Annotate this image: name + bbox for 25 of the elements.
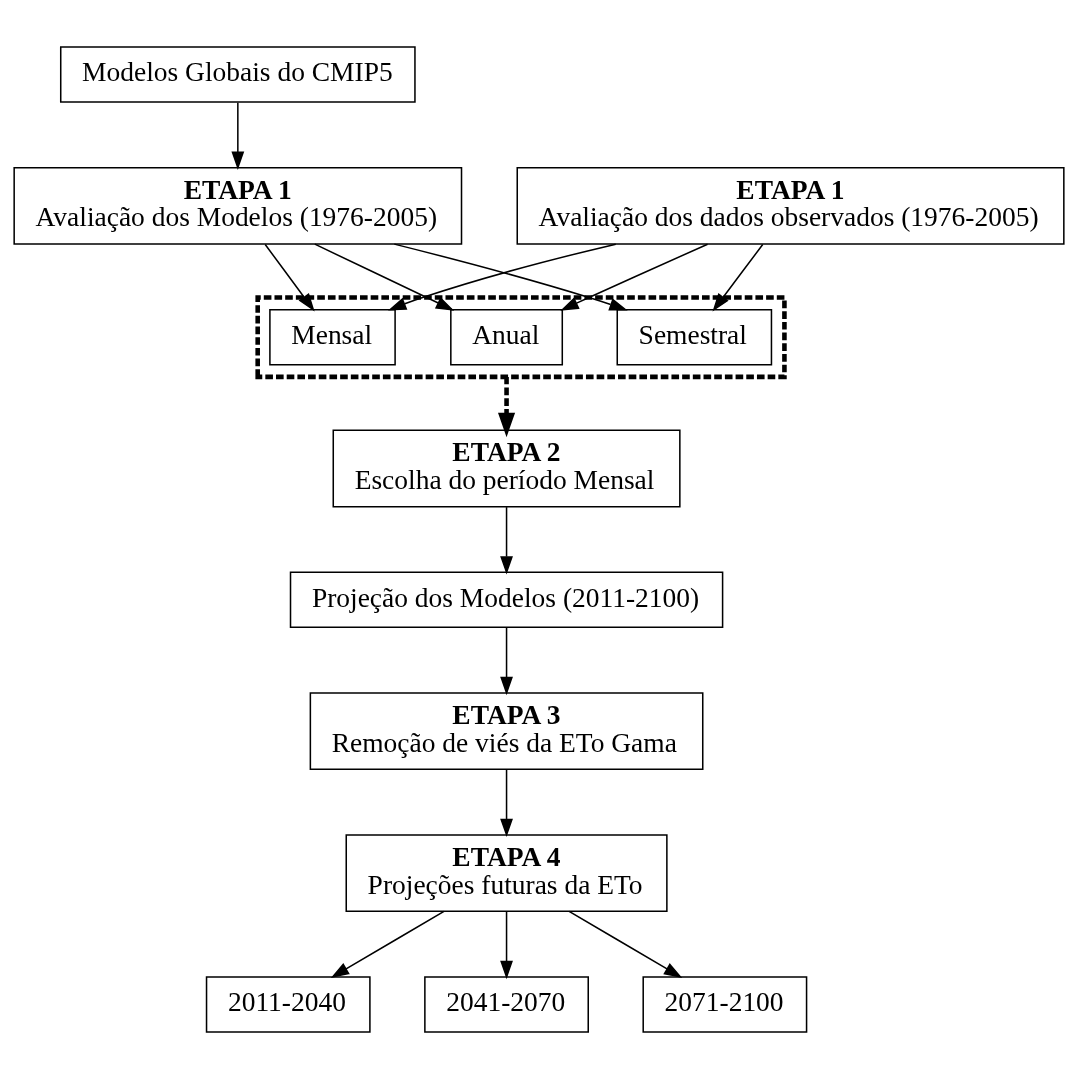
arrow [498, 376, 516, 438]
node-box: 2041-2070 [424, 976, 589, 1033]
arrow [500, 769, 513, 838]
arrow [500, 910, 513, 980]
node-box: Mensal [269, 308, 396, 366]
arrow [314, 243, 455, 311]
arrow [560, 243, 709, 311]
node-box: 2011-2040 [205, 976, 371, 1033]
node-box: Anual [450, 308, 564, 366]
arrow [712, 243, 764, 312]
node-box: ETAPA 1 Avaliação dos dados observados (1976-2005) [516, 166, 1065, 245]
arrow [264, 243, 315, 312]
arrow [231, 101, 245, 170]
arrow [500, 506, 513, 575]
node-box: ETAPA 2 Escolha do período Mensal [332, 429, 681, 508]
node-box: Semestral [616, 308, 773, 366]
arrow [330, 910, 445, 978]
node-box: Projeção dos Modelos (2011-2100) [289, 571, 724, 629]
arrow [568, 910, 683, 978]
node-box: ETAPA 1 Avaliação dos Modelos (1976-2005) [13, 166, 463, 245]
node-box: Modelos Globais do CMIP5 [59, 46, 416, 103]
node-box: ETAPA 3 Remoção de viés da ETo Gama [309, 692, 704, 771]
node-box: 2071-2100 [642, 976, 808, 1033]
arrow [500, 627, 513, 696]
node-box: ETAPA 4 Projeções futuras da ETo [345, 834, 668, 913]
